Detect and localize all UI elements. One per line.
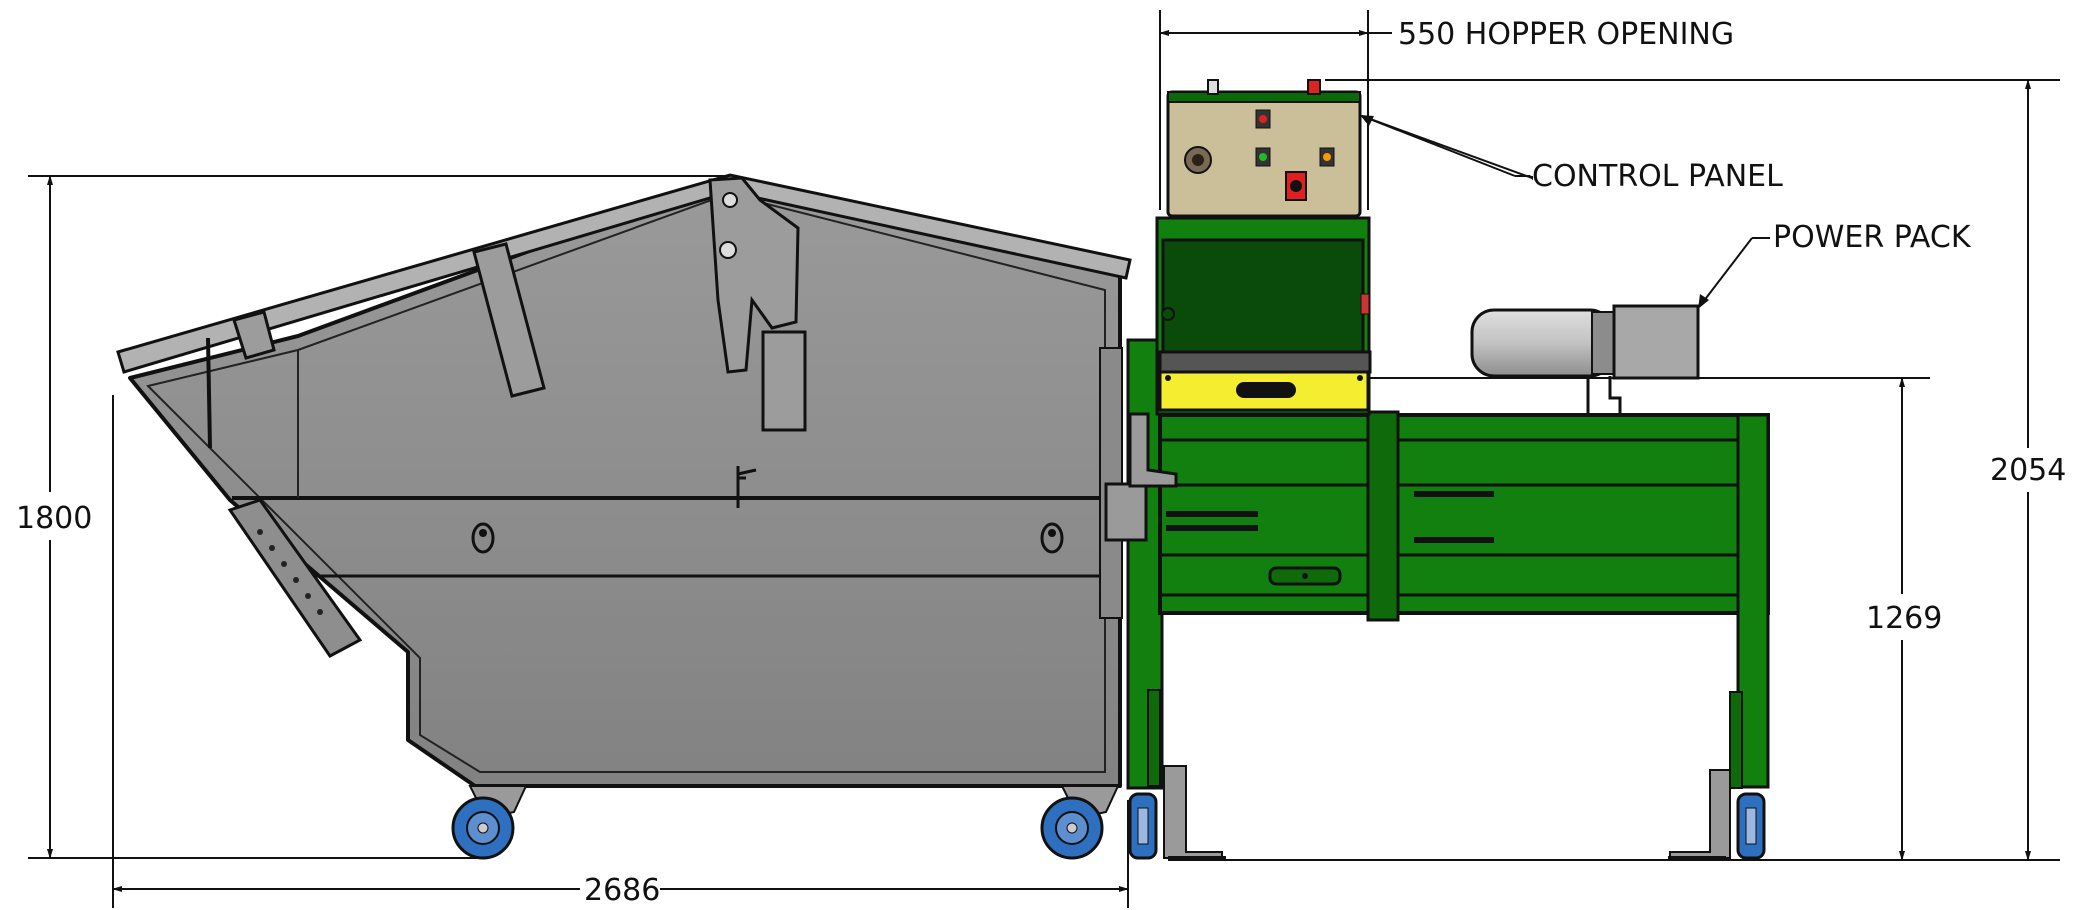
front-foot-pad xyxy=(1168,856,1226,861)
bin-body xyxy=(128,176,1122,788)
total-height-dimension: 2054 xyxy=(1990,453,2066,488)
latch-plate xyxy=(761,330,807,432)
main-frame xyxy=(1158,413,1770,615)
bin-length-dimension: 2686 xyxy=(584,873,660,908)
control-panel-label: CONTROL PANEL xyxy=(1532,159,1783,194)
coupling-handle xyxy=(1128,412,1178,488)
front-column-inner xyxy=(1147,689,1161,787)
bracket-holes xyxy=(257,529,323,615)
hopper-opening-dimension: 550 HOPPER OPENING xyxy=(1398,17,1734,52)
bin-height-dimension: 1800 xyxy=(16,501,92,536)
lid-latch-arm xyxy=(708,176,800,374)
panel-dial xyxy=(1184,146,1212,174)
bin-rod xyxy=(206,337,212,449)
control-panel-leader-arrow xyxy=(1360,115,1374,126)
bin-caster-front xyxy=(1040,785,1120,860)
panel-beacon xyxy=(1307,79,1321,95)
hopper xyxy=(1155,216,1372,416)
frame-slots xyxy=(1166,491,1494,543)
power-pack-leader-arrow xyxy=(1698,294,1709,309)
panel-switch-amber xyxy=(1319,147,1335,167)
hopper-door-knob xyxy=(1161,307,1175,321)
hopper-door-catch xyxy=(1360,293,1370,315)
waste-bin xyxy=(116,173,1132,860)
panel-isolator xyxy=(1285,171,1307,201)
power-pack-pump xyxy=(1612,304,1700,380)
latch-pivot-top xyxy=(722,192,738,208)
front-foot xyxy=(1163,765,1223,859)
power-pack-label: POWER PACK xyxy=(1773,220,1972,255)
panel-antenna-left xyxy=(1207,79,1219,95)
panel-switch-red xyxy=(1255,109,1271,129)
dimension-lines xyxy=(28,10,2060,908)
power-pack-coupling xyxy=(1591,311,1617,375)
compactor-wheel-front xyxy=(1128,792,1158,860)
power-pack-pipe xyxy=(1586,376,1622,414)
latch-pivot-bottom xyxy=(719,241,737,259)
hopper-door xyxy=(1161,238,1365,354)
bin-caster-rear xyxy=(451,785,528,860)
rear-foot xyxy=(1669,769,1731,859)
rear-leg-inner xyxy=(1729,691,1743,789)
lifting-lug-left xyxy=(471,522,495,554)
rear-foot-pad xyxy=(1668,856,1726,861)
base-height-dimension: 1269 xyxy=(1866,601,1942,636)
lifting-lug-right xyxy=(1040,522,1064,554)
hopper-lip xyxy=(1158,350,1372,374)
lid-strap-left xyxy=(232,310,276,360)
control-panel xyxy=(1166,79,1362,218)
control-panel-lid xyxy=(1167,91,1361,103)
bin-inner-edge xyxy=(146,192,1106,773)
compactor-wheel-rear xyxy=(1736,792,1766,860)
center-post xyxy=(1366,410,1400,622)
bin-handle xyxy=(736,466,757,508)
lid-strap-middle xyxy=(472,242,546,398)
panel-switch-green xyxy=(1255,147,1271,167)
compactor-unit xyxy=(1104,338,1770,861)
hopper-slot xyxy=(1236,382,1296,398)
coupling-bracket xyxy=(1104,482,1148,542)
power-pack xyxy=(1470,304,1700,414)
